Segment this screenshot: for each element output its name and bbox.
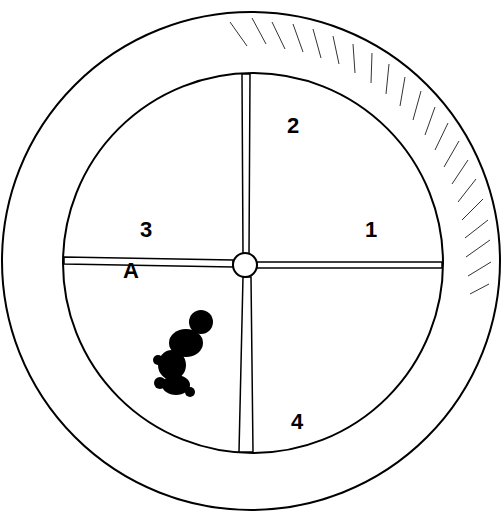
spoke-number: 1: [365, 219, 377, 241]
spoke-number: 2: [287, 115, 299, 137]
spoke-number: 4: [291, 411, 303, 433]
hub: [233, 253, 257, 277]
figure-label: A: [123, 260, 139, 282]
spoke: [257, 262, 442, 268]
inner-rim: [63, 73, 443, 453]
spoke: [239, 277, 253, 452]
blob-figure: [153, 310, 213, 397]
spoke: [64, 257, 233, 267]
spoke-number: 3: [140, 219, 152, 241]
spoke: [242, 74, 250, 254]
outer-rim: [2, 12, 500, 510]
